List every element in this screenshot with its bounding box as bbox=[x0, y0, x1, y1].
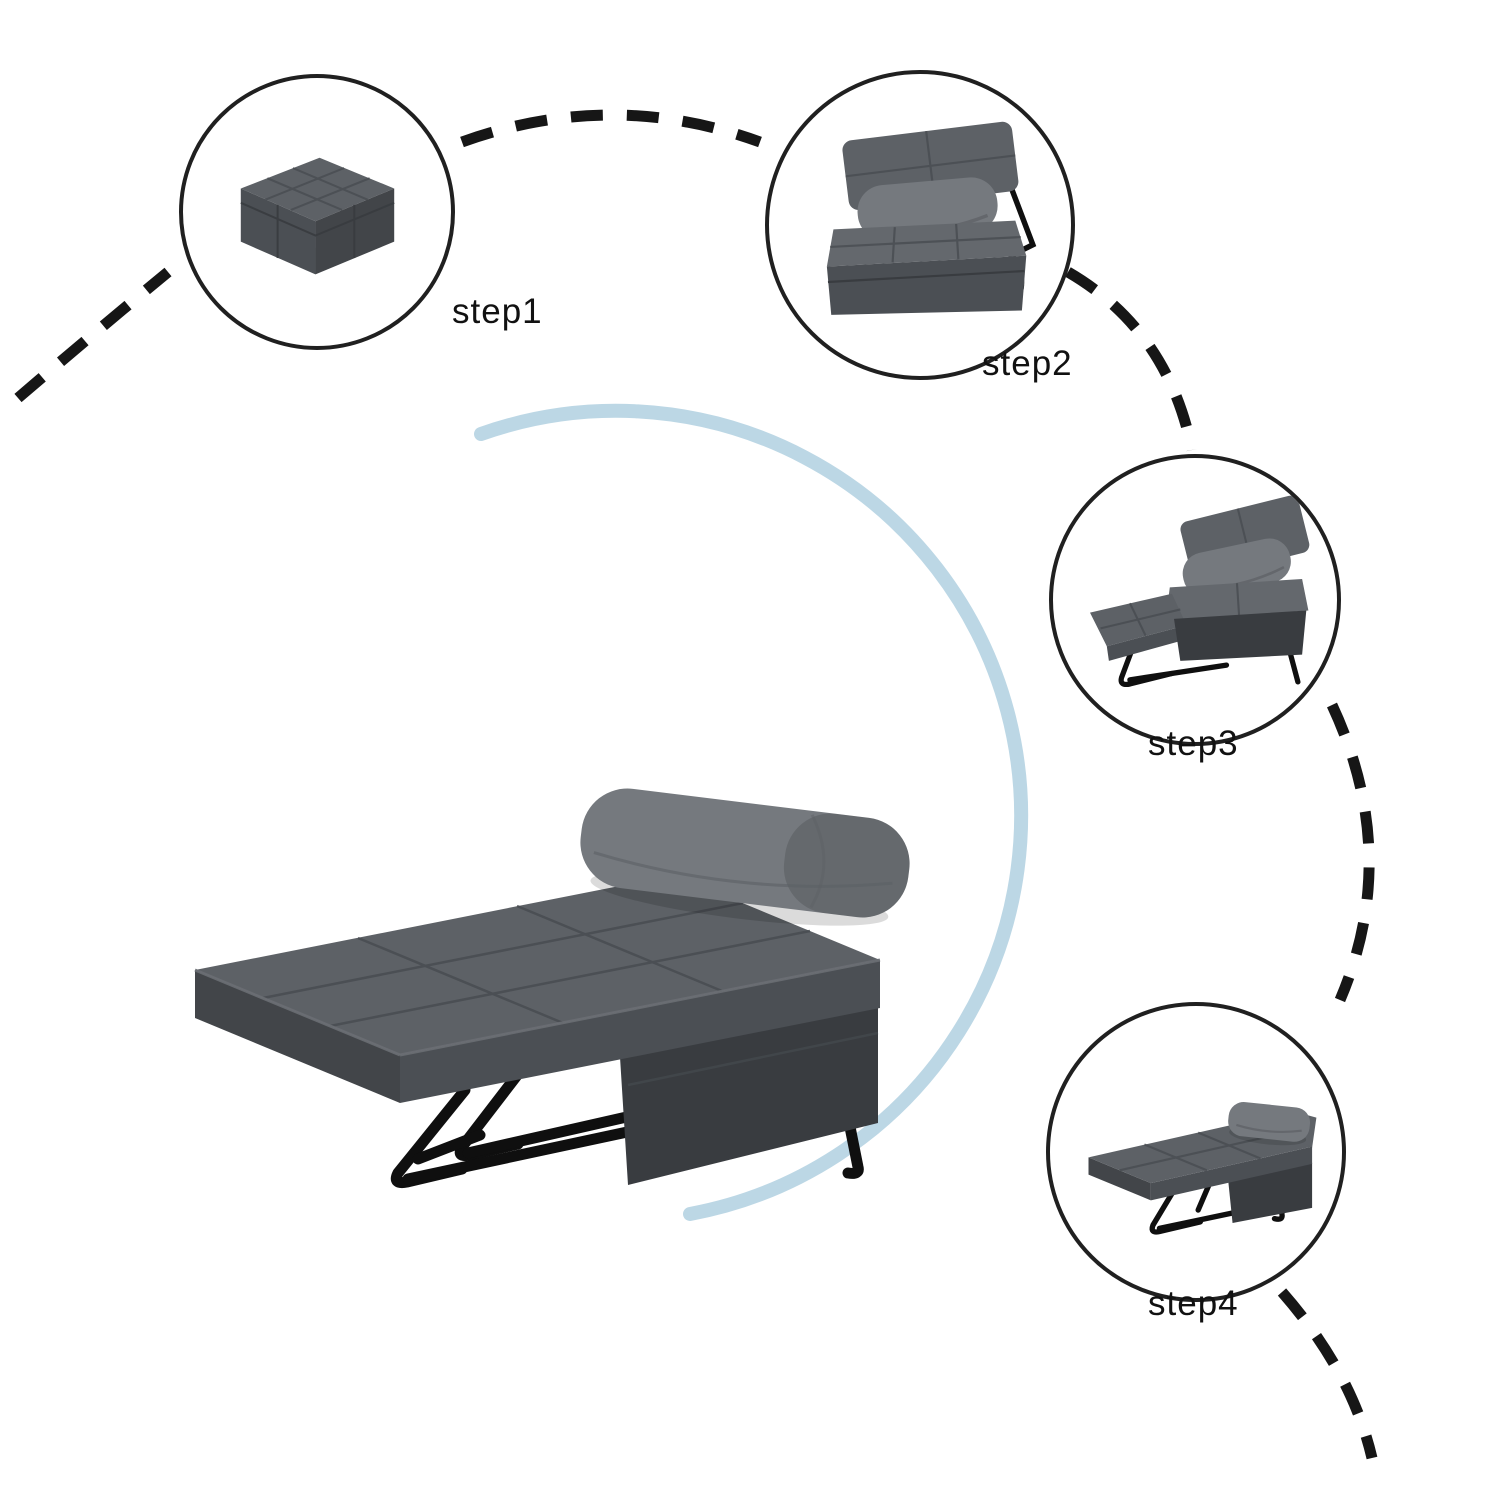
step1-label: step1 bbox=[452, 292, 543, 331]
step2-label: step2 bbox=[982, 344, 1073, 383]
folded-bed-icon bbox=[1088, 1102, 1317, 1235]
step1-circle bbox=[179, 74, 455, 350]
blue-arc bbox=[474, 403, 1029, 1221]
step3-circle bbox=[1049, 454, 1341, 746]
dashed-connector-2-3 bbox=[1065, 267, 1198, 452]
step3-label: step3 bbox=[1148, 724, 1239, 763]
step2-circle bbox=[765, 70, 1075, 380]
bed-mattress bbox=[194, 875, 881, 1103]
bed-storage-pocket bbox=[620, 1005, 879, 1185]
step4-label: step4 bbox=[1148, 1284, 1239, 1323]
dashed-connector-exit bbox=[1277, 1288, 1378, 1460]
step4-circle bbox=[1046, 1002, 1346, 1302]
lounger-icon bbox=[1090, 495, 1310, 688]
chair-icon bbox=[826, 121, 1037, 315]
dashed-connector-1-2 bbox=[460, 109, 762, 148]
bed-pillow bbox=[580, 788, 910, 926]
dashed-connector-3-4 bbox=[1327, 702, 1375, 1003]
ottoman-icon bbox=[239, 157, 395, 275]
dashed-connector-entry bbox=[14, 267, 172, 403]
main-bed-illustration bbox=[194, 788, 910, 1189]
